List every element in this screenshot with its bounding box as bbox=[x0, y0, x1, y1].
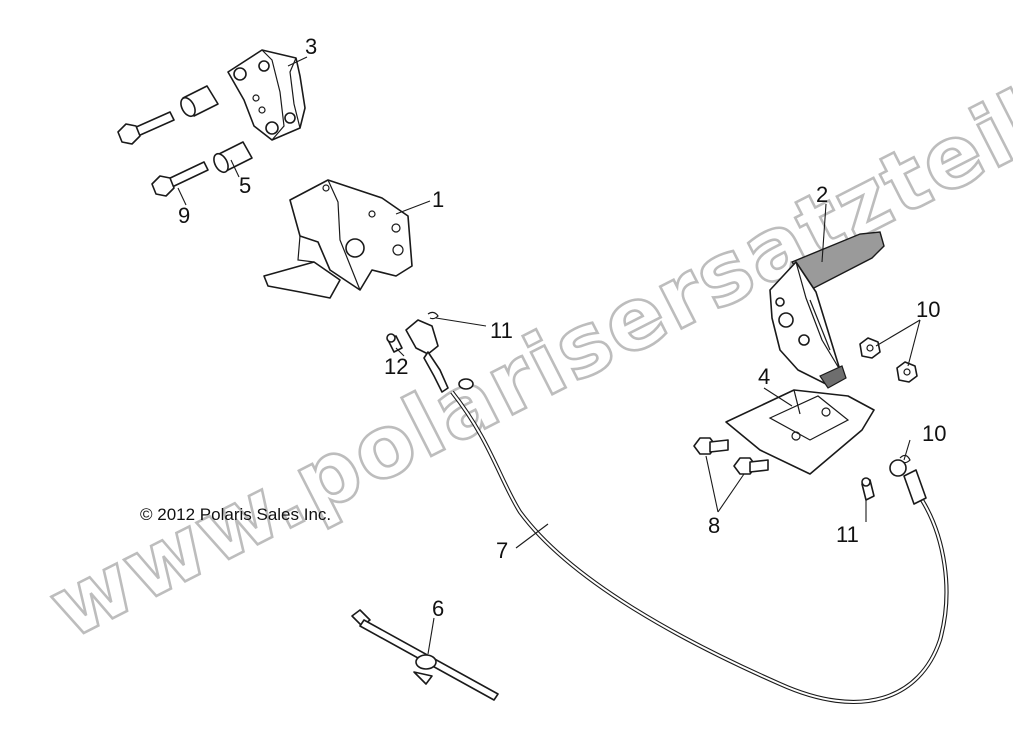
part-9-bolt-lower bbox=[151, 161, 209, 197]
part-3-bracket-plate bbox=[227, 49, 306, 141]
callout-labels: 3 5 9 1 2 10 4 10 8 11 11 12 7 6 bbox=[178, 34, 946, 621]
callout-9: 9 bbox=[178, 203, 190, 228]
callout-8: 8 bbox=[708, 513, 720, 538]
callout-5: 5 bbox=[239, 173, 251, 198]
part-11-pin-lower bbox=[861, 477, 875, 501]
part-1-mounting-bracket bbox=[263, 179, 413, 299]
part-6-cable-tie bbox=[351, 609, 499, 701]
part-8-bolt-right bbox=[733, 457, 769, 475]
part-4-base-plate bbox=[725, 389, 875, 475]
callout-1: 1 bbox=[432, 187, 444, 212]
part-9-bolt-upper bbox=[117, 111, 175, 145]
callout-3: 3 bbox=[305, 34, 317, 59]
callout-11-lower: 11 bbox=[836, 522, 859, 547]
copyright-notice: © 2012 Polaris Sales Inc. bbox=[140, 505, 331, 524]
callout-7: 7 bbox=[496, 538, 508, 563]
callout-10-upper: 10 bbox=[916, 297, 940, 322]
part-11-clip-upper bbox=[427, 311, 439, 320]
part-5-spacer-lower bbox=[213, 141, 253, 174]
part-8-bolt-left bbox=[693, 437, 729, 455]
part-2-brake-lever bbox=[769, 231, 885, 389]
callout-2: 2 bbox=[816, 182, 828, 207]
watermark: www.polarisersatzteile.de bbox=[34, 0, 1013, 659]
part-10-nut-upper bbox=[859, 337, 881, 359]
callout-10-lower: 10 bbox=[922, 421, 946, 446]
part-7-brake-cable bbox=[405, 319, 949, 705]
leader-lines bbox=[177, 56, 921, 655]
part-10-nut-lower bbox=[896, 361, 918, 383]
part-12-pin bbox=[386, 333, 403, 353]
callout-4: 4 bbox=[758, 364, 770, 389]
callout-11-upper: 11 bbox=[490, 318, 513, 343]
part-5-spacer-upper bbox=[180, 85, 219, 118]
callout-12: 12 bbox=[384, 354, 408, 379]
callout-6: 6 bbox=[432, 596, 444, 621]
